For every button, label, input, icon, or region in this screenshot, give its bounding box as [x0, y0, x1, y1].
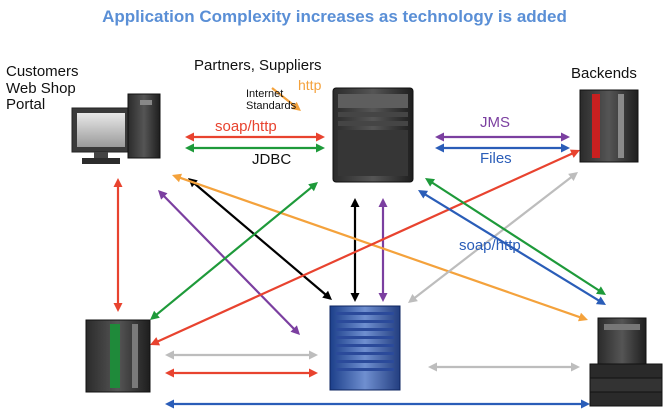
arrow-head — [316, 132, 325, 142]
internet-standards-line: Standards — [246, 99, 297, 112]
arrow-head — [561, 132, 570, 142]
arrow-head — [316, 143, 325, 153]
arrow-head — [595, 286, 606, 295]
arrow-head — [309, 350, 318, 360]
right-server-icon — [589, 317, 663, 407]
arrow-head — [350, 198, 360, 207]
arrow-head — [165, 368, 174, 378]
arrow-head — [581, 399, 590, 409]
blue-connection-arrow — [422, 192, 602, 303]
arrow-head — [378, 293, 388, 302]
arrow-head — [308, 182, 318, 192]
arrow-head — [309, 368, 318, 378]
orange-connection-arrow — [177, 175, 583, 320]
arrow-head — [165, 399, 174, 409]
arrow-head — [113, 303, 123, 312]
arrow-head — [378, 198, 388, 207]
arrow-head — [185, 143, 194, 153]
arrow-head — [158, 190, 168, 200]
backends-label: Backends — [571, 65, 637, 82]
customers-pc-icon — [71, 93, 161, 164]
arrow-head — [561, 143, 570, 153]
jdbc-label: JDBC — [252, 151, 292, 168]
left-mainframe-icon — [85, 319, 151, 393]
purple-connection-arrow — [161, 193, 297, 332]
arrow-head — [418, 190, 429, 199]
customers-label: Customers Web Shop Portal — [6, 63, 79, 114]
jms-label: JMS — [480, 114, 510, 131]
green-connection-arrow — [153, 184, 315, 318]
arrow-head — [595, 296, 606, 305]
arrow-head — [425, 178, 436, 187]
arrow-head — [290, 325, 300, 335]
arrow-head — [578, 312, 588, 322]
customers-label-line: Web Shop — [6, 79, 76, 97]
orange-connection-arrow — [271, 87, 297, 109]
connection-arrows — [113, 87, 606, 409]
arrow-head — [172, 173, 182, 183]
arrow-head — [185, 132, 194, 142]
http-label: http — [298, 77, 322, 93]
page-title: Application Complexity increases as tech… — [102, 7, 567, 26]
partners-label: Partners, Suppliers — [194, 57, 322, 74]
green-connection-arrow — [429, 180, 602, 293]
arrow-head — [322, 290, 332, 300]
files-label: Files — [480, 150, 512, 167]
arrow-head — [428, 362, 437, 372]
arrow-head — [150, 337, 161, 346]
arrow-head — [408, 293, 418, 303]
internet-standards-label: Internet Standards — [246, 88, 297, 112]
soap-http-label: soap/http — [215, 118, 277, 135]
arrow-head — [150, 310, 160, 320]
arrow-head — [291, 101, 301, 111]
arrow-head — [571, 362, 580, 372]
grey-connection-arrow — [412, 174, 574, 301]
central-server-icon — [332, 87, 414, 183]
arrow-head — [569, 149, 580, 158]
customers-label-line: Customers — [6, 63, 79, 80]
arrow-head — [435, 143, 444, 153]
arrow-head — [165, 350, 174, 360]
arrow-head — [113, 178, 123, 187]
internet-standards-line: Internet — [246, 88, 284, 100]
arrow-head — [435, 132, 444, 142]
backend-mainframe-icon — [579, 89, 639, 163]
blade-server-icon — [329, 305, 401, 391]
arrow-head — [350, 293, 360, 302]
black-connection-arrow — [191, 181, 329, 297]
customers-label-line: Portal — [6, 96, 46, 113]
red-connection-arrow — [155, 151, 575, 344]
arrow-head — [568, 172, 578, 182]
soap-http-right-label: soap/http — [459, 237, 521, 254]
